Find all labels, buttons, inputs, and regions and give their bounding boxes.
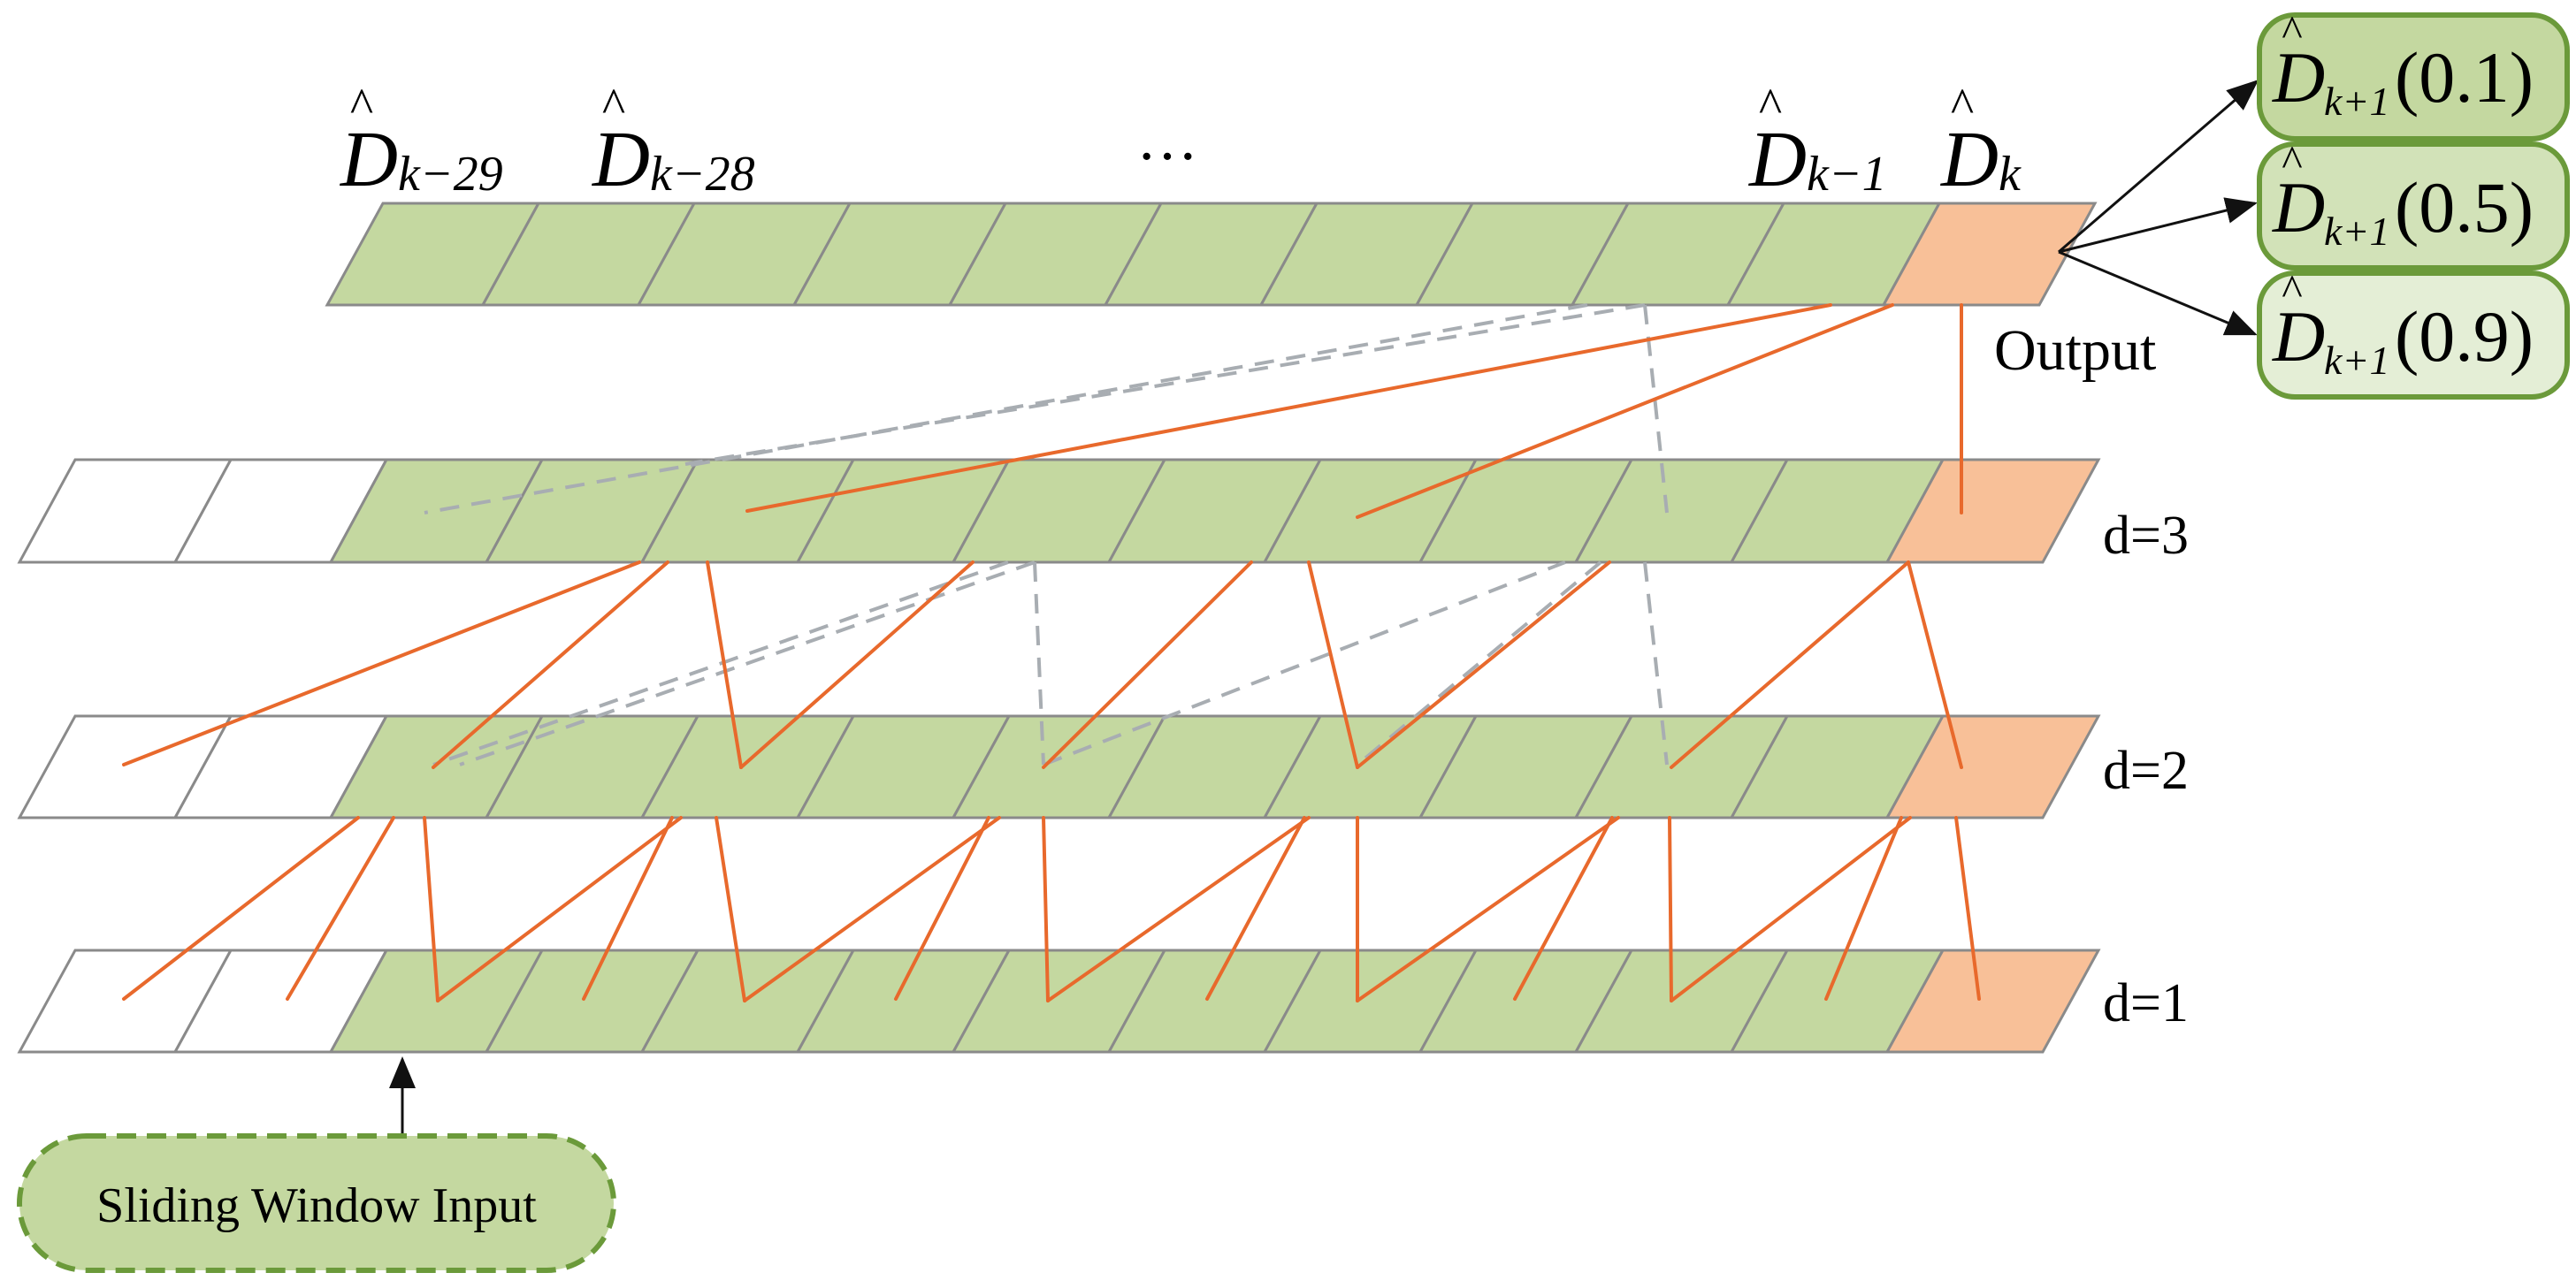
layer-label-d3: d=3 xyxy=(2103,506,2189,566)
dashed-connection xyxy=(1356,560,1602,766)
hat-mark: ^ xyxy=(1759,79,1782,133)
orange-connection xyxy=(423,816,440,1002)
orange-connection xyxy=(286,816,395,1001)
label-dk-1: D ^ k−1 xyxy=(1747,79,1887,203)
label-base: D xyxy=(1747,116,1807,203)
label-sub: k−1 xyxy=(1807,147,1887,202)
layer-rows xyxy=(17,202,2101,1054)
orange-connections xyxy=(122,303,1981,1002)
orange-connection xyxy=(122,560,641,766)
hat-mark: ^ xyxy=(2282,136,2302,186)
quantile-box-bg xyxy=(2257,271,2570,400)
hat-mark: ^ xyxy=(2282,6,2302,56)
orange-connection xyxy=(1042,816,1050,1002)
orange-connection xyxy=(432,560,669,769)
quantile-box-09: D ^ k+1 (0.9) xyxy=(2257,265,2570,400)
orange-connection xyxy=(1307,560,1359,769)
orange-connection xyxy=(745,303,1832,513)
quantile-base: D xyxy=(2272,167,2325,248)
label-dk-29: D ^ k−29 xyxy=(339,79,503,203)
hat-mark: ^ xyxy=(602,79,625,133)
row-d2 xyxy=(17,714,2101,819)
sliding-window-input: Sliding Window Input xyxy=(17,1133,616,1273)
output-cell xyxy=(1881,202,2098,307)
quantile-sub: k+1 xyxy=(2324,79,2389,124)
layer-label-d1: d=1 xyxy=(2103,973,2189,1033)
orange-connection xyxy=(1668,816,1673,1002)
dashed-connections xyxy=(424,303,1669,766)
orange-connection xyxy=(1670,816,1912,1002)
quantile-box-bg xyxy=(2257,141,2570,271)
orange-connection xyxy=(1046,816,1311,1002)
quantile-sub: k+1 xyxy=(2324,338,2389,383)
orange-connection xyxy=(1824,816,1903,1001)
orange-connection xyxy=(122,816,360,1001)
quantile-boxes: D ^ k+1 (0.1) D ^ k+1 (0.5) D ^ k+1 (0.9… xyxy=(2257,6,2570,400)
arrow-q05 xyxy=(2058,197,2258,254)
arrow-q01 xyxy=(2058,80,2259,254)
hat-mark: ^ xyxy=(1951,79,1974,133)
quantile-box-bg xyxy=(2257,12,2570,141)
output-cell xyxy=(1884,458,2101,564)
label-base: D xyxy=(339,116,398,203)
quantile-base: D xyxy=(2272,37,2325,118)
label-dk-28: D ^ k−28 xyxy=(591,79,755,203)
dashed-connection xyxy=(424,303,1588,514)
label-base: D xyxy=(591,116,650,203)
dashed-connection xyxy=(1643,561,1669,766)
dashed-connection xyxy=(432,560,1009,766)
output-cell xyxy=(1884,949,2101,1054)
label-dk: D ^ k xyxy=(1939,79,2022,203)
dashed-connection xyxy=(459,560,1036,766)
orange-connection xyxy=(436,816,683,1002)
dashed-connection xyxy=(1033,561,1045,766)
row-top xyxy=(325,202,2098,307)
dashed-connection xyxy=(684,303,1646,466)
quantile-arg: (0.5) xyxy=(2395,167,2534,248)
orange-connection xyxy=(1356,560,1611,769)
label-sub: k−28 xyxy=(650,147,755,202)
layer-label-d2: d=2 xyxy=(2103,741,2189,801)
hat-mark: ^ xyxy=(2282,265,2302,315)
ellipsis: ··· xyxy=(1136,123,1198,191)
orange-connection xyxy=(1513,816,1614,1001)
output-label: Output xyxy=(1994,318,2156,383)
orange-connection xyxy=(743,816,1001,1002)
output-arrows xyxy=(2058,80,2259,336)
orange-connection xyxy=(1670,560,1910,769)
arrow-q09 xyxy=(2058,250,2258,336)
quantile-box-01: D ^ k+1 (0.1) xyxy=(2257,6,2570,141)
row-d3 xyxy=(17,458,2101,564)
orange-connection xyxy=(706,560,743,769)
quantile-sub: k+1 xyxy=(2324,209,2389,254)
quantile-arg: (0.9) xyxy=(2395,296,2534,377)
orange-connection xyxy=(1954,816,1981,1001)
orange-connection xyxy=(1042,560,1253,769)
quantile-arg: (0.1) xyxy=(2395,37,2534,118)
label-sub: k−29 xyxy=(398,147,503,202)
row-d1 xyxy=(17,949,2101,1054)
orange-connection xyxy=(894,816,990,1001)
orange-connection xyxy=(1907,560,1963,769)
input-box xyxy=(17,1133,616,1273)
orange-connection xyxy=(739,560,975,769)
orange-connection xyxy=(582,816,674,1001)
label-sub: k xyxy=(1999,147,2022,202)
orange-connection xyxy=(715,816,746,1002)
quantile-box-05: D ^ k+1 (0.5) xyxy=(2257,136,2570,271)
orange-connection xyxy=(1205,816,1306,1001)
orange-connection xyxy=(1356,303,1894,519)
hat-mark: ^ xyxy=(350,79,373,133)
input-label: Sliding Window Input xyxy=(96,1178,537,1233)
orange-connection xyxy=(1356,816,1620,1002)
output-cell xyxy=(1884,714,2101,819)
label-base: D xyxy=(1939,116,1999,203)
quantile-base: D xyxy=(2272,296,2325,377)
top-labels: D ^ k−29 D ^ k−28 ··· D ^ k−1 D ^ k xyxy=(339,79,2022,203)
